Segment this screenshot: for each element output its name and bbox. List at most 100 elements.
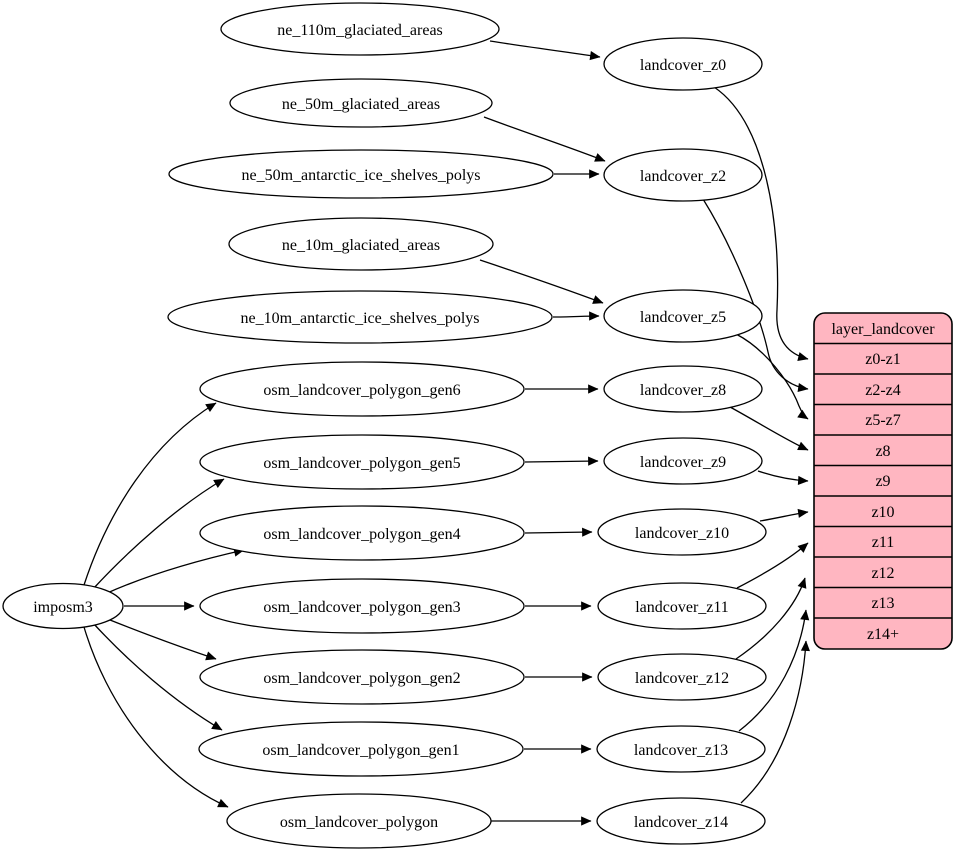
node-label: landcover_z0 (640, 57, 726, 74)
table-outer-rect (813, 312, 953, 650)
node-ellipse (597, 508, 767, 556)
node-landcover-z2: landcover_z2 (603, 148, 763, 202)
node-ellipse (2, 582, 124, 630)
node-ne-10m-antarctic-ice-shelves-polys: ne_10m_antarctic_ice_shelves_polys (167, 290, 553, 344)
node-label: landcover_z9 (640, 454, 726, 471)
node-ellipse (228, 217, 494, 271)
edge-imposm3-to-gen1 (92, 622, 223, 731)
node-ellipse (199, 434, 525, 490)
node-ellipse (198, 721, 524, 777)
node-label: landcover_z5 (640, 309, 726, 326)
table-row-z0-z1: z0-z1 (865, 351, 901, 368)
node-label: landcover_z12 (635, 670, 729, 687)
edge-z13-to-row-z13 (738, 609, 810, 732)
node-ellipse (168, 149, 554, 199)
node-label: landcover_z11 (635, 599, 729, 616)
edge-z8-to-row-z8 (729, 406, 809, 451)
node-ne-50m-glaciated-areas: ne_50m_glaciated_areas (229, 78, 493, 128)
node-landcover-z13: landcover_z13 (596, 725, 766, 773)
node-label: landcover_z14 (634, 814, 728, 831)
table-row-z14plus: z14+ (867, 626, 899, 643)
node-label: landcover_z8 (640, 382, 726, 399)
node-label: osm_landcover_polygon_gen5 (263, 455, 460, 472)
node-ne-110m-glaciated-areas: ne_110m_glaciated_areas (220, 2, 500, 56)
node-label: imposm3 (33, 599, 93, 616)
node-label: osm_landcover_polygon_gen2 (263, 670, 460, 687)
node-label: ne_10m_antarctic_ice_shelves_polys (240, 310, 479, 327)
node-ellipse (220, 2, 500, 56)
node-osm-landcover-polygon-gen3: osm_landcover_polygon_gen3 (199, 578, 525, 634)
table-row-z10: z10 (871, 504, 894, 521)
node-ellipse (226, 793, 492, 849)
edge-imposm3-to-gen6 (83, 402, 217, 586)
node-layer: imposm3 ne_110m_glaciated_areas ne_50m_g… (2, 2, 767, 849)
node-ellipse (199, 361, 525, 417)
node-ne-50m-antarctic-ice-shelves-polys: ne_50m_antarctic_ice_shelves_polys (168, 149, 554, 199)
edge-gen4-to-z10 (524, 527, 593, 537)
edge-z10-to-row-z10 (759, 508, 809, 522)
node-label: osm_landcover_polygon (280, 814, 438, 831)
node-ellipse (597, 653, 767, 701)
node-landcover-z10: landcover_z10 (597, 508, 767, 556)
node-imposm3: imposm3 (2, 582, 124, 630)
edge-z11-to-row-z11 (736, 542, 809, 589)
node-label: ne_50m_antarctic_ice_shelves_polys (241, 167, 480, 184)
node-ellipse (229, 78, 493, 128)
node-ellipse (199, 505, 525, 561)
node-osm-landcover-polygon-gen2: osm_landcover_polygon_gen2 (199, 649, 525, 705)
node-label: osm_landcover_polygon_gen6 (263, 382, 460, 399)
edge-ne-110m-to-z0 (489, 40, 601, 61)
node-landcover-z5: landcover_z5 (603, 289, 763, 343)
node-ellipse (597, 582, 767, 630)
edge-z9-to-row-z9 (757, 470, 809, 485)
edge-z12-to-row-z12 (735, 577, 807, 660)
node-ellipse (603, 365, 763, 413)
node-ellipse (603, 148, 763, 202)
edge-ne-10m-antarctic-to-z5 (552, 311, 600, 321)
edge-imposm3-to-gen4 (104, 547, 245, 595)
table-row-z11: z11 (872, 534, 895, 551)
node-label: ne_50m_glaciated_areas (282, 96, 440, 113)
node-landcover-z14: landcover_z14 (596, 797, 766, 845)
node-landcover-z0: landcover_z0 (603, 37, 763, 91)
node-label: landcover_z13 (634, 742, 728, 759)
node-ellipse (603, 289, 763, 343)
edge-z14-to-row-z14plus (740, 640, 810, 804)
node-landcover-z8: landcover_z8 (603, 365, 763, 413)
node-label: landcover_z2 (640, 168, 726, 185)
node-ellipse (199, 649, 525, 705)
node-ellipse (603, 437, 763, 485)
edge-gen5-to-z9 (524, 456, 599, 466)
node-label: ne_10m_glaciated_areas (282, 237, 440, 254)
node-label: osm_landcover_polygon_gen3 (263, 599, 460, 616)
edge-z2-to-row-z2-z4 (702, 198, 809, 393)
node-ne-10m-glaciated-areas: ne_10m_glaciated_areas (228, 217, 494, 271)
edge-layer (83, 40, 810, 826)
node-osm-landcover-polygon-gen4: osm_landcover_polygon_gen4 (199, 505, 525, 561)
table-row-z2-z4: z2-z4 (865, 382, 901, 399)
node-landcover-z11: landcover_z11 (597, 582, 767, 630)
edge-imposm3-to-polygon (83, 626, 229, 808)
node-landcover-z9: landcover_z9 (603, 437, 763, 485)
table-row-z5-z7: z5-z7 (865, 412, 901, 429)
edge-ne-10m-glaciated-to-z5 (479, 259, 604, 304)
node-ellipse (199, 578, 525, 634)
table-header: layer_landcover (831, 321, 935, 338)
layer-landcover-table: layer_landcover z0-z1 z2-z4 z5-z7 z8 z9 … (813, 312, 953, 650)
edge-imposm3-to-gen5 (92, 478, 225, 590)
node-osm-landcover-polygon-gen6: osm_landcover_polygon_gen6 (199, 361, 525, 417)
table-row-z13: z13 (871, 595, 894, 612)
node-ellipse (596, 797, 766, 845)
node-ellipse (167, 290, 553, 344)
edge-z5-to-row-z5-z7 (735, 333, 809, 420)
node-label: ne_110m_glaciated_areas (277, 22, 443, 39)
node-label: osm_landcover_polygon_gen1 (262, 742, 459, 759)
table-row-z9: z9 (875, 473, 890, 490)
edge-z0-to-row-z0-z1 (713, 86, 809, 362)
edge-ne-50m-glaciated-to-z2 (483, 116, 606, 162)
node-osm-landcover-polygon: osm_landcover_polygon (226, 793, 492, 849)
node-ellipse (603, 37, 763, 91)
